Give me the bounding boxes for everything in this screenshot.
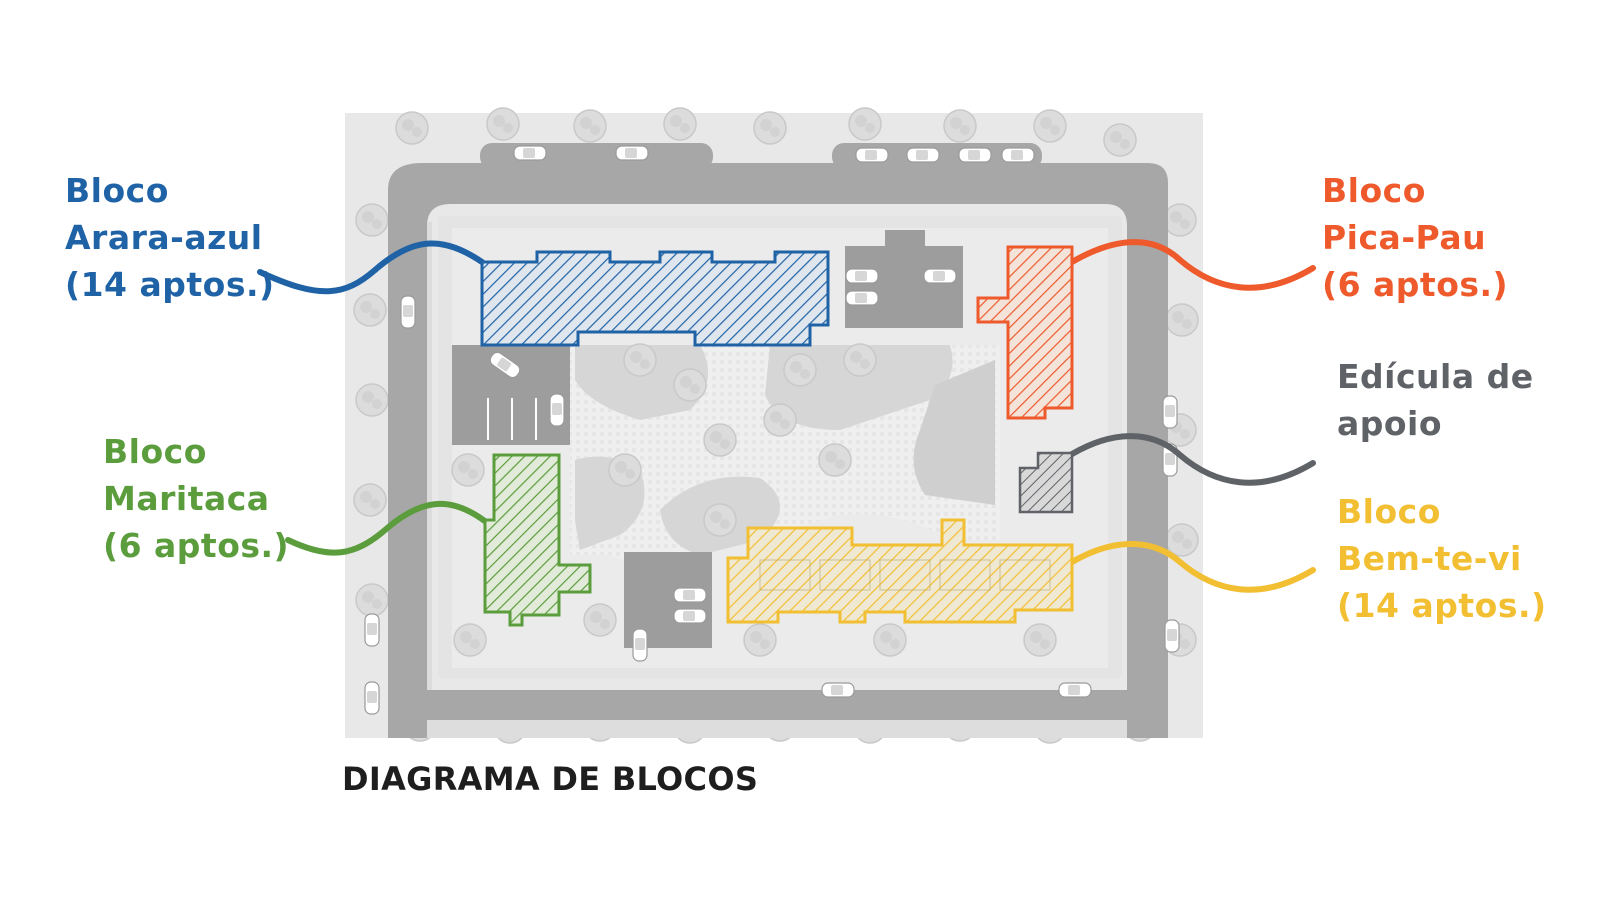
leader-bem-te-vi [1069,541,1316,593]
label-bem-te-vi-line-3: (14 aptos.) [1337,586,1547,625]
label-maritaca-line-3: (6 aptos.) [103,526,290,565]
leader-edicula [1069,433,1316,486]
leader-pica-pau [1069,239,1316,291]
block-bem-te-vi [726,518,1074,624]
block-pica-pau [976,245,1074,420]
label-arara-azul-line-1: Bloco [65,171,169,210]
label-pica-pau: Bloco Pica-Pau (6 aptos.) [1322,167,1508,308]
label-maritaca-line-1: Bloco [103,432,207,471]
label-arara-azul: Bloco Arara-azul (14 aptos.) [65,167,275,308]
block-edicula [1018,451,1074,514]
label-maritaca: Bloco Maritaca (6 aptos.) [103,428,289,569]
diagram-title: DIAGRAMA DE BLOCOS [342,760,759,798]
label-bem-te-vi-line-1: Bloco [1337,492,1441,531]
label-arara-azul-line-3: (14 aptos.) [65,265,275,304]
parking-areas [452,230,963,662]
label-bem-te-vi-line-2: Bem-te-vi [1337,539,1522,578]
block-maritaca [483,453,592,627]
label-edicula: Edícula de apoio [1337,353,1534,447]
block-arara-azul [480,250,830,347]
label-edicula-line-1: Edícula de [1337,357,1534,396]
label-pica-pau-line-3: (6 aptos.) [1322,265,1509,304]
label-edicula-line-2: apoio [1337,404,1443,443]
label-maritaca-line-2: Maritaca [103,479,270,518]
road [388,143,1168,738]
label-arara-azul-line-2: Arara-azul [65,218,263,257]
label-pica-pau-line-1: Bloco [1322,171,1426,210]
label-bem-te-vi: Bloco Bem-te-vi (14 aptos.) [1337,488,1547,629]
leader-arara-azul [257,240,485,295]
label-pica-pau-line-2: Pica-Pau [1322,218,1487,257]
leader-maritaca [285,500,493,556]
